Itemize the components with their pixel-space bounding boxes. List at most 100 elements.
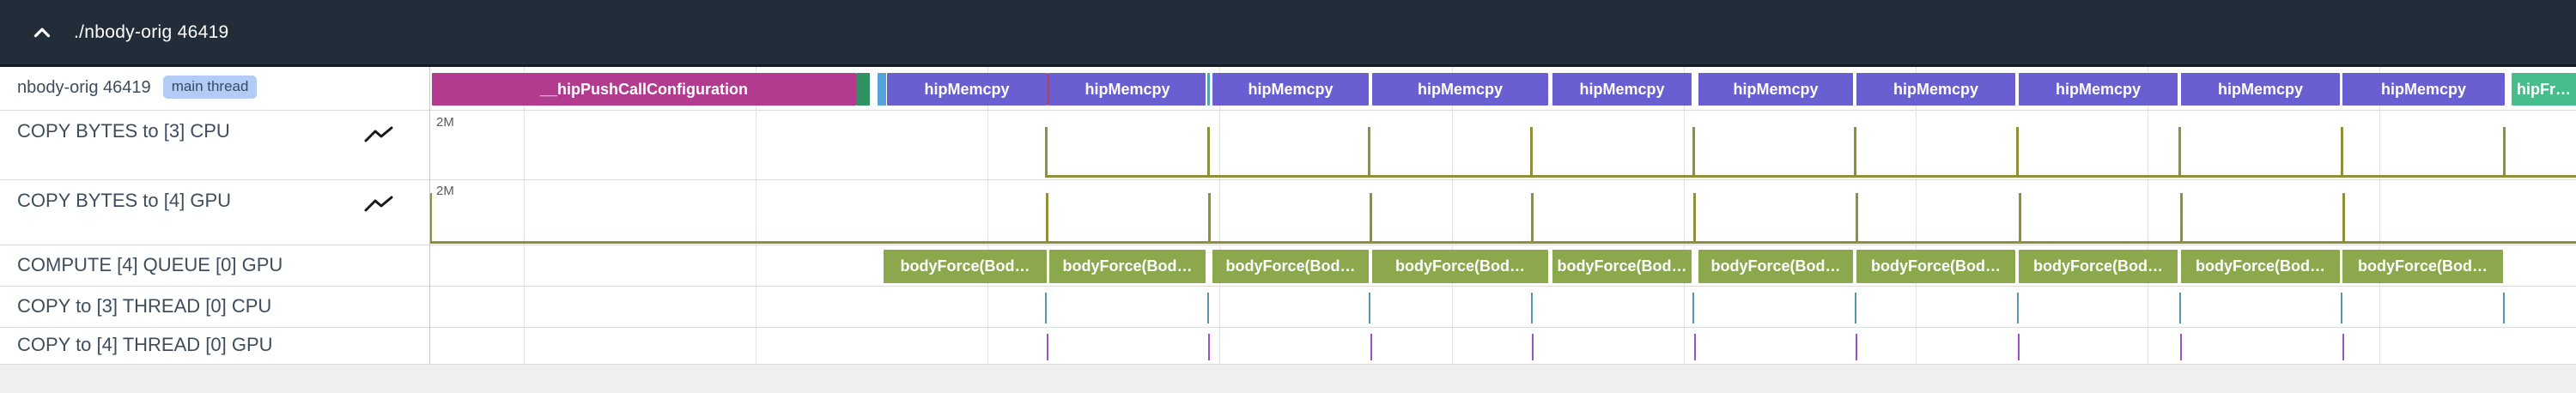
counter-spike [2341,127,2343,176]
counter-spike [1370,193,1372,242]
track-name: COPY to [3] THREAD [0] CPU [17,295,272,317]
track-row-copy-thread-cpu[interactable]: COPY to [3] THREAD [0] CPU [17,295,271,317]
timeline-slice[interactable]: bodyForce(Bod… [2181,250,2340,283]
track-name: COPY BYTES to [4] GPU [17,190,232,211]
timeline-slice[interactable] [1047,73,1049,106]
track-name: COMPUTE [4] QUEUE [0] GPU [17,254,283,275]
line-chart-icon [364,125,393,150]
chevron-up-icon[interactable] [29,20,55,45]
counter-spike [1207,127,1210,176]
event-mark[interactable] [1531,293,1533,323]
gridline [524,67,525,364]
timeline-slice[interactable]: bodyForce(Bod… [2019,250,2178,283]
row-divider [0,179,2576,180]
gridline [1452,67,1453,364]
counter-spike [1045,127,1048,176]
timeline-slice[interactable]: hipMemcpy [2181,73,2340,106]
timeline-slice[interactable]: hipMemcpy [887,73,1047,106]
timeline-slice[interactable]: bodyForce(Bod… [1856,250,2015,283]
gridline [1916,67,1917,364]
timeline-slice[interactable]: hipMemcpy [1049,73,1206,106]
header-underline [0,64,2576,67]
timeline-slice[interactable]: hipFr… [2512,73,2576,106]
counter-scale-label: 2M [436,184,454,198]
line-chart-icon [364,195,393,220]
track-name: COPY to [4] THREAD [0] GPU [17,334,273,355]
timeline-slice[interactable] [856,73,870,106]
event-mark[interactable] [1208,334,1210,360]
counter-spike [429,193,432,242]
track-row-main-thread[interactable]: nbody-orig 46419 main thread [17,76,258,99]
event-mark[interactable] [1207,293,1209,323]
timeline-slice[interactable]: hipMemcpy [1698,73,1853,106]
timeline-slice[interactable]: hipMemcpy [1372,73,1548,106]
timeline-slice[interactable]: bodyForce(Bod… [1049,250,1206,283]
event-mark[interactable] [1532,334,1534,360]
counter-baseline [1045,175,2576,178]
row-divider [0,327,2576,328]
row-divider [0,286,2576,287]
gridline [987,67,988,364]
event-mark[interactable] [2342,334,2344,360]
timeline-slice[interactable]: bodyForce(Bod… [884,250,1047,283]
counter-spike [2342,193,2345,242]
counter-scale-label: 2M [436,115,454,130]
counter-spike [1693,193,1696,242]
track-row-copy-thread-gpu[interactable]: COPY to [4] THREAD [0] GPU [17,334,273,356]
track-name: nbody-orig 46419 [17,78,151,97]
event-mark[interactable] [1047,334,1048,360]
gridline [1219,67,1220,364]
timeline-slice[interactable]: bodyForce(Bod… [1698,250,1853,283]
timeline-slice[interactable]: hipMemcpy [2342,73,2505,106]
event-mark[interactable] [1855,293,1856,323]
timeline-slice[interactable]: hipMemcpy [1856,73,2015,106]
timeline-slice[interactable] [1207,73,1210,106]
counter-spike [2180,193,2183,242]
process-group-header: ./nbody-orig 46419 [0,0,2576,64]
counter-spike [1208,193,1211,242]
counter-spike [1854,127,1856,176]
timeline-slice[interactable]: hipMemcpy [1552,73,1692,106]
timeline-slice[interactable]: bodyForce(Bod… [1552,250,1692,283]
row-divider [0,364,2576,365]
event-mark[interactable] [2179,293,2181,323]
timeline-slice[interactable] [878,73,886,106]
timeline-footer-strip [0,365,2576,393]
panel-timeline-border [429,64,430,364]
counter-baseline [429,241,2576,244]
counter-spike [2503,127,2506,176]
counter-spike [2178,127,2181,176]
timeline-slice[interactable]: hipMemcpy [1212,73,1369,106]
counter-spike [1856,193,1858,242]
event-mark[interactable] [1369,293,1370,323]
event-mark[interactable] [1370,334,1372,360]
main-thread-badge: main thread [162,76,258,99]
event-mark[interactable] [1692,293,1694,323]
gridline [1684,67,1685,364]
event-mark[interactable] [1856,334,1857,360]
timeline-slice[interactable]: __hipPushCallConfiguration [432,73,856,106]
track-row-copy-bytes-gpu[interactable]: COPY BYTES to [4] GPU [17,190,231,212]
event-mark[interactable] [2180,334,2182,360]
event-mark[interactable] [2341,293,2342,323]
counter-spike [1530,127,1533,176]
counter-spike [2016,127,2019,176]
track-row-compute-queue-gpu[interactable]: COMPUTE [4] QUEUE [0] GPU [17,254,283,276]
track-name: COPY BYTES to [3] CPU [17,120,230,142]
event-mark[interactable] [2017,293,2019,323]
counter-spike [1531,193,1534,242]
track-row-copy-bytes-cpu[interactable]: COPY BYTES to [3] CPU [17,120,230,142]
row-divider [0,110,2576,111]
timeline-slice[interactable]: bodyForce(Bod… [2342,250,2503,283]
counter-spike [2019,193,2021,242]
event-mark[interactable] [2018,334,2020,360]
timeline-slice[interactable]: bodyForce(Bod… [1212,250,1369,283]
counter-spike [1368,127,1370,176]
event-mark[interactable] [1694,334,1696,360]
timeline-slice[interactable]: bodyForce(Bod… [1372,250,1548,283]
event-mark[interactable] [1045,293,1047,323]
timeline-slice[interactable]: hipMemcpy [2019,73,2178,106]
event-mark[interactable] [2503,293,2505,323]
counter-spike [1046,193,1048,242]
